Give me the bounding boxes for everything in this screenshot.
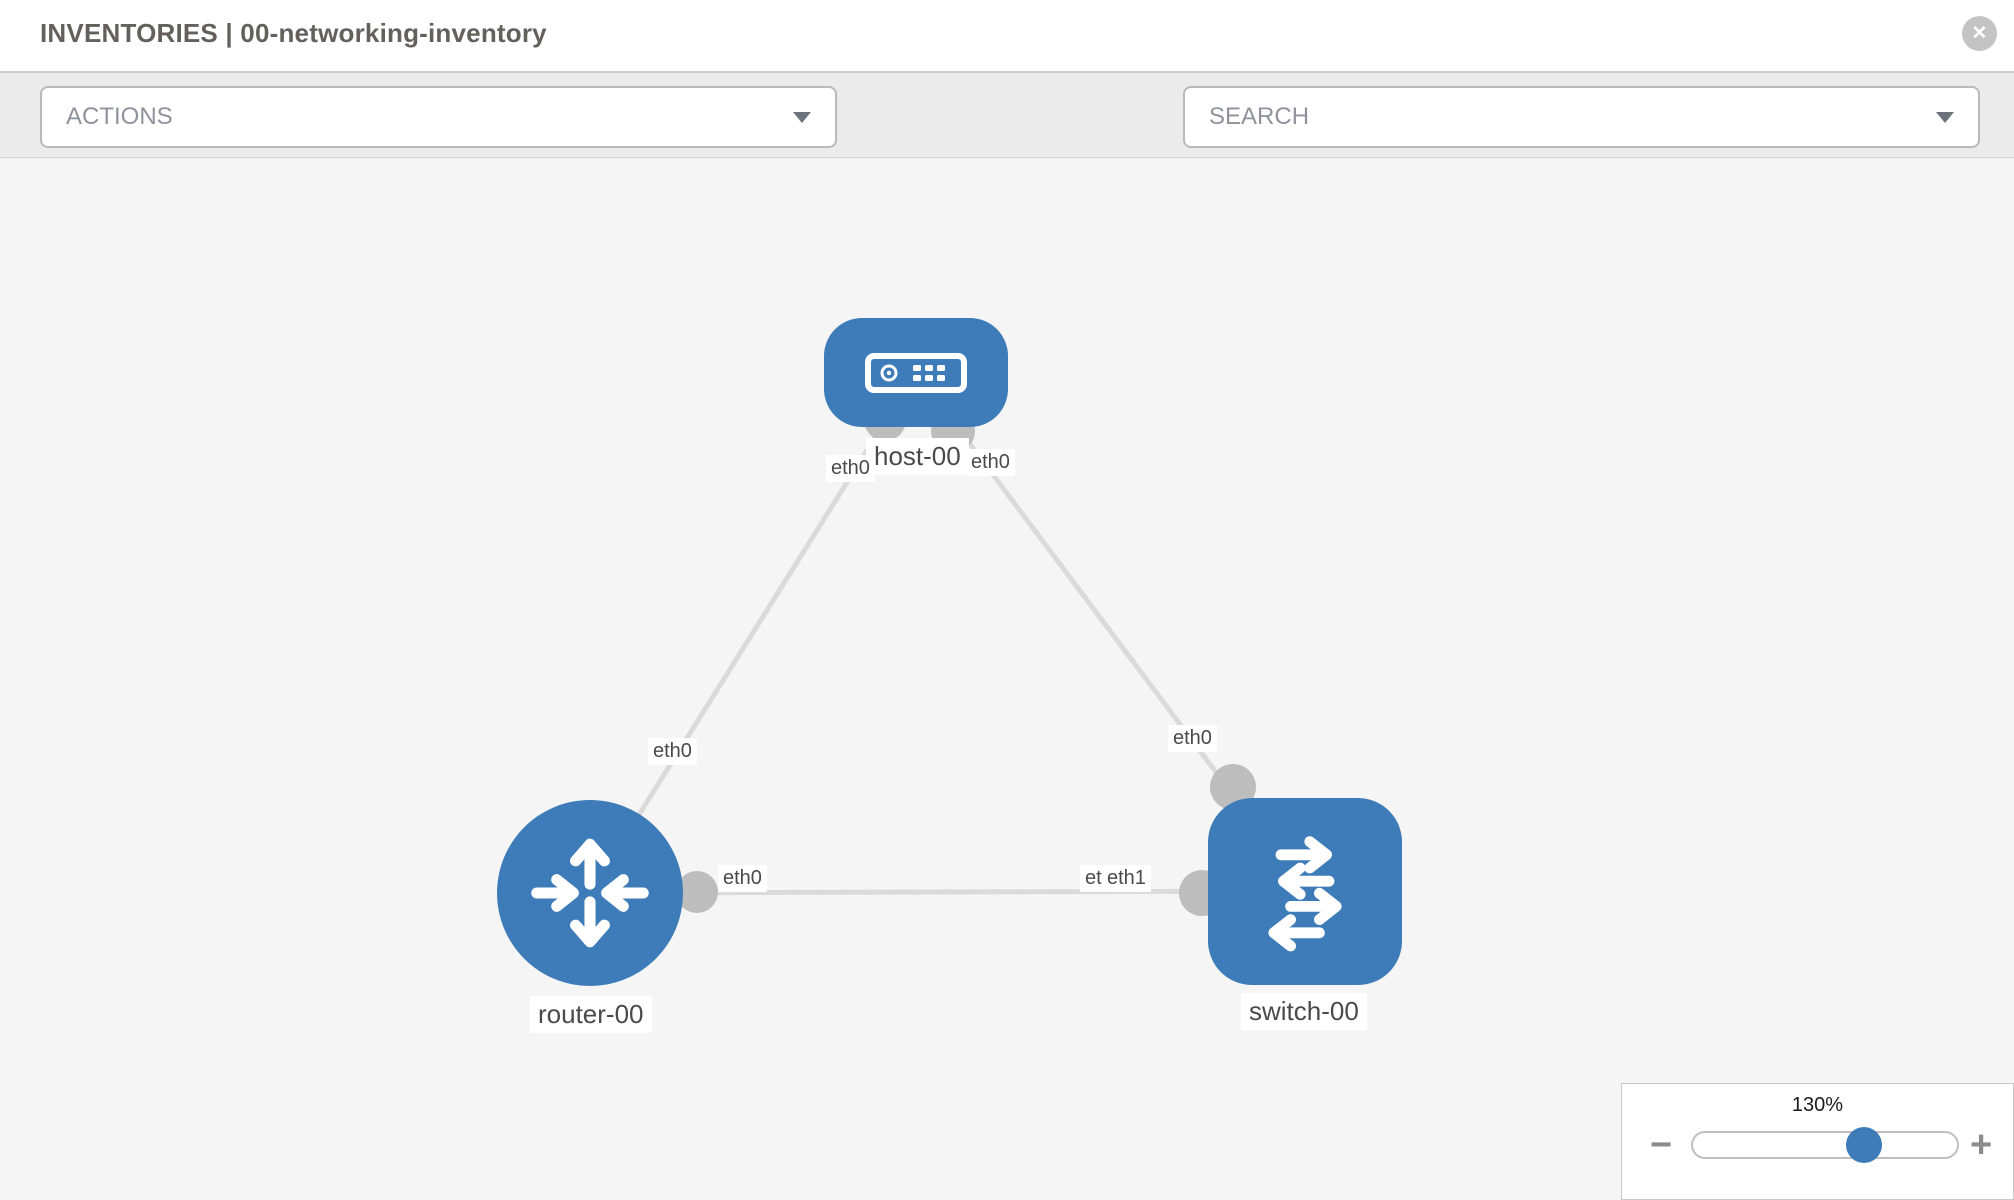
actions-dropdown[interactable]: ACTIONS — [40, 86, 837, 148]
node-switch-00[interactable] — [1208, 798, 1402, 985]
server-icon — [865, 352, 967, 393]
node-label-switch-00: switch-00 — [1241, 993, 1367, 1030]
interface-label: eth0 — [826, 455, 875, 482]
node-label-host-00: host-00 — [866, 438, 969, 475]
switch-icon — [1268, 835, 1342, 951]
zoom-slider-thumb[interactable] — [1846, 1127, 1882, 1163]
topology-canvas[interactable]: host-00 eth0 eth0 eth0 eth0 eth0 eth0 et… — [0, 158, 2014, 1200]
zoom-out-button[interactable]: − — [1650, 1124, 1673, 1166]
links-layer — [587, 370, 1308, 896]
title-bar: INVENTORIES | 00-networking-inventory ✕ — [0, 0, 2014, 71]
chevron-down-icon — [1936, 111, 1954, 123]
chevron-down-icon — [793, 111, 811, 123]
router-icon — [531, 838, 649, 948]
node-host-00[interactable] — [824, 318, 1008, 427]
interface-port[interactable] — [676, 871, 718, 913]
zoom-control-panel: 130% − + — [1621, 1083, 2014, 1200]
interface-label: eth1 — [1102, 865, 1151, 892]
zoom-in-button[interactable]: + — [1970, 1124, 1993, 1166]
actions-dropdown-label: ACTIONS — [66, 103, 173, 130]
node-router-00[interactable] — [497, 800, 683, 986]
search-dropdown[interactable]: SEARCH — [1183, 86, 1980, 148]
close-button[interactable]: ✕ — [1962, 16, 1997, 51]
search-dropdown-label: SEARCH — [1209, 103, 1310, 130]
page-title: INVENTORIES | 00-networking-inventory — [40, 18, 547, 48]
close-icon: ✕ — [1971, 23, 1988, 44]
zoom-level: 130% — [1791, 1094, 1844, 1116]
interface-label: eth0 — [966, 449, 1015, 476]
zoom-slider-track[interactable] — [1691, 1131, 1959, 1159]
node-label-router-00: router-00 — [530, 996, 652, 1033]
interface-label: eth0 — [1168, 725, 1217, 752]
interface-label: eth0 — [648, 738, 697, 765]
toolbar: ACTIONS SEARCH — [0, 71, 2014, 208]
interface-label: eth0 — [718, 865, 767, 892]
